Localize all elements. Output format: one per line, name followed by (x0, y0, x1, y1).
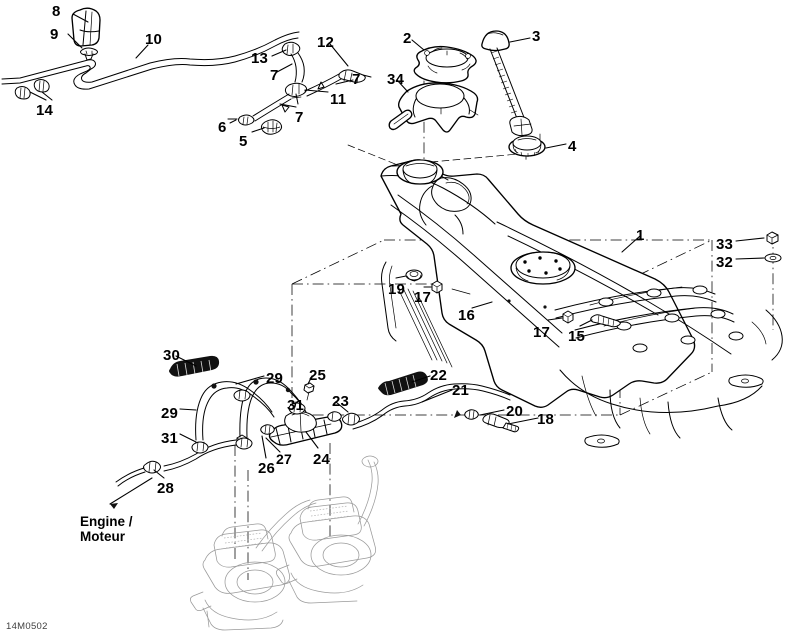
callout-34: 34 (387, 71, 405, 88)
callout-18: 18 (537, 411, 555, 428)
tank-hardware (405, 269, 621, 328)
callout-29-a: 29 (266, 370, 284, 387)
callout-19: 19 (388, 281, 406, 298)
callout-27: 27 (276, 451, 292, 467)
callout-11: 11 (330, 91, 347, 108)
part-1-fuel-tank (380, 159, 783, 448)
callout-16: 16 (458, 307, 476, 324)
callout-10: 10 (145, 31, 163, 48)
callout-7-b: 7 (352, 71, 361, 88)
part-3-dipstick (481, 30, 533, 137)
callout-8: 8 (52, 3, 61, 20)
vent-assembly (229, 41, 372, 135)
part-18-connector (482, 413, 520, 433)
callout-30: 30 (163, 347, 181, 364)
part-30-sleeve (169, 355, 220, 377)
strap-mounts (598, 285, 744, 353)
parts-32-33-hardware (764, 231, 782, 263)
callout-15: 15 (568, 328, 586, 345)
callout-24: 24 (313, 451, 331, 468)
callout-13: 13 (251, 50, 269, 67)
part-8-vent-valve-housing (71, 7, 101, 47)
callout-23: 23 (332, 393, 350, 410)
callout-4: 4 (568, 138, 577, 155)
callout-17-a: 17 (414, 289, 432, 306)
part-2-fuel-cap (413, 45, 477, 84)
carburetor-left (189, 523, 290, 631)
callout-6: 6 (218, 119, 227, 136)
callout-31-a: 31 (287, 397, 305, 414)
callout-26: 26 (258, 460, 276, 477)
sheet-code: 14M0502 (6, 621, 48, 632)
part-4-sender-cap (508, 135, 546, 157)
callout-7-a: 7 (270, 67, 279, 84)
callout-3: 3 (532, 28, 541, 45)
callout-17-b: 17 (533, 324, 551, 341)
part-22-sleeve (378, 371, 428, 396)
callout-20: 20 (506, 403, 524, 420)
callout-33: 33 (716, 236, 734, 253)
callout-5: 5 (239, 133, 248, 150)
carburetors-reference (189, 455, 379, 631)
callout-21: 21 (452, 382, 470, 399)
part-34-cap-retainer (388, 82, 479, 133)
callout-22: 22 (430, 367, 448, 384)
callout-1: 1 (636, 227, 645, 244)
leader-lines (29, 13, 765, 509)
engine-moteur-label: Engine / Moteur (80, 514, 133, 545)
carburetor-right (275, 496, 376, 604)
part-24-fuel-pump (268, 409, 343, 446)
part-25-screw (303, 382, 315, 401)
part-10-vent-line (1, 31, 300, 90)
callout-2: 2 (403, 30, 412, 47)
callout-14: 14 (36, 102, 54, 119)
fuel-line-system (115, 355, 520, 487)
callout-7-c: 7 (295, 109, 304, 126)
part-14-clamp-pair (14, 79, 50, 100)
callout-12: 12 (317, 34, 335, 51)
callout-9: 9 (50, 26, 59, 43)
part-9-retaining-clip (80, 47, 98, 61)
callout-25: 25 (309, 367, 327, 384)
callout-28: 28 (157, 480, 175, 497)
part-31-clamps (191, 389, 306, 454)
callout-31-b: 31 (161, 430, 179, 447)
callout-29-b: 29 (161, 405, 179, 422)
callout-32: 32 (716, 254, 734, 271)
